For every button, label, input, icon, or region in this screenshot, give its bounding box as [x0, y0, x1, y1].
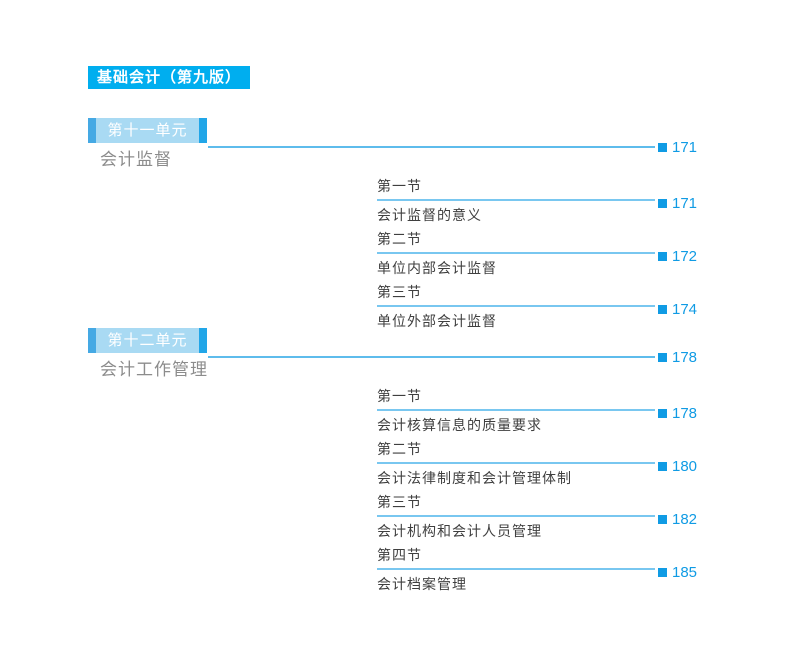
- unit-11-header-box: 第十一单元: [88, 118, 207, 143]
- section-rule-line: [377, 515, 655, 517]
- section-title: 会计法律制度和会计管理体制: [377, 470, 572, 486]
- section-page-number: 185: [658, 564, 697, 581]
- unit-12-header-box: 第十二单元: [88, 328, 207, 353]
- toc-entry: 第四节 185 会计档案管理: [377, 547, 702, 600]
- unit-box-left-strip: [88, 328, 96, 353]
- section-rule-row: 185: [377, 564, 702, 581]
- toc-entry: 第一节 178 会计核算信息的质量要求: [377, 388, 702, 441]
- square-bullet-icon: [658, 199, 667, 208]
- toc-entry: 第一节 171 会计监督的意义: [377, 178, 702, 231]
- unit-11-page-number: 171: [658, 139, 697, 156]
- section-label: 第四节: [377, 547, 422, 563]
- section-page-value: 182: [672, 511, 698, 528]
- section-page-value: 180: [672, 458, 698, 475]
- unit-12-sections: 第一节 178 会计核算信息的质量要求 第二节 180: [377, 388, 702, 600]
- section-label: 第一节: [377, 178, 422, 194]
- book-title-badge: 基础会计（第九版）: [88, 66, 251, 89]
- section-rule-line: [377, 462, 655, 464]
- unit-11-page-value: 171: [672, 139, 698, 156]
- section-page-number: 182: [658, 511, 697, 528]
- square-bullet-icon: [658, 143, 667, 152]
- section-title: 会计核算信息的质量要求: [377, 417, 542, 433]
- section-label: 第三节: [377, 494, 422, 510]
- unit-box-right-strip: [199, 328, 207, 353]
- unit-11-label: 第十一单元: [107, 122, 188, 139]
- square-bullet-icon: [658, 252, 667, 261]
- section-label: 第二节: [377, 231, 422, 247]
- square-bullet-icon: [658, 462, 667, 471]
- section-page-value: 171: [672, 195, 698, 212]
- unit-11-title: 会计监督: [100, 150, 172, 169]
- section-rule-line: [377, 305, 655, 307]
- unit-11-sections: 第一节 171 会计监督的意义 第二节 172: [377, 178, 702, 337]
- toc-entry: 第二节 180 会计法律制度和会计管理体制: [377, 441, 702, 494]
- section-rule-line: [377, 568, 655, 570]
- unit-12-page-number: 178: [658, 349, 697, 366]
- unit-12-page-value: 178: [672, 349, 698, 366]
- square-bullet-icon: [658, 568, 667, 577]
- toc-entry: 第三节 174 单位外部会计监督: [377, 284, 702, 337]
- unit-box-right-strip: [199, 118, 207, 143]
- section-title: 会计监督的意义: [377, 207, 482, 223]
- section-page-number: 174: [658, 301, 697, 318]
- section-rule-row: 174: [377, 301, 702, 318]
- toc-entry: 第三节 182 会计机构和会计人员管理: [377, 494, 702, 547]
- square-bullet-icon: [658, 305, 667, 314]
- section-rule-row: 171: [377, 195, 702, 212]
- section-label: 第一节: [377, 388, 422, 404]
- section-rule-row: 178: [377, 405, 702, 422]
- unit-11-rule-line: [208, 146, 655, 148]
- section-title: 单位外部会计监督: [377, 313, 497, 329]
- section-page-number: 180: [658, 458, 697, 475]
- unit-box-left-strip: [88, 118, 96, 143]
- section-page-value: 174: [672, 301, 698, 318]
- section-label: 第三节: [377, 284, 422, 300]
- section-rule-row: 182: [377, 511, 702, 528]
- section-rule-line: [377, 409, 655, 411]
- section-label: 第二节: [377, 441, 422, 457]
- section-rule-line: [377, 199, 655, 201]
- section-rule-row: 180: [377, 458, 702, 475]
- section-rule-row: 172: [377, 248, 702, 265]
- section-page-value: 172: [672, 248, 698, 265]
- square-bullet-icon: [658, 409, 667, 418]
- section-title: 单位内部会计监督: [377, 260, 497, 276]
- toc-entry: 第二节 172 单位内部会计监督: [377, 231, 702, 284]
- unit-12-rule-line: [208, 356, 655, 358]
- unit-12-title: 会计工作管理: [100, 360, 208, 379]
- section-page-value: 185: [672, 564, 698, 581]
- section-page-number: 178: [658, 405, 697, 422]
- section-page-number: 171: [658, 195, 697, 212]
- unit-12-label: 第十二单元: [107, 332, 188, 349]
- square-bullet-icon: [658, 515, 667, 524]
- section-title: 会计机构和会计人员管理: [377, 523, 542, 539]
- section-rule-line: [377, 252, 655, 254]
- square-bullet-icon: [658, 353, 667, 362]
- section-title: 会计档案管理: [377, 576, 467, 592]
- section-page-value: 178: [672, 405, 698, 422]
- section-page-number: 172: [658, 248, 697, 265]
